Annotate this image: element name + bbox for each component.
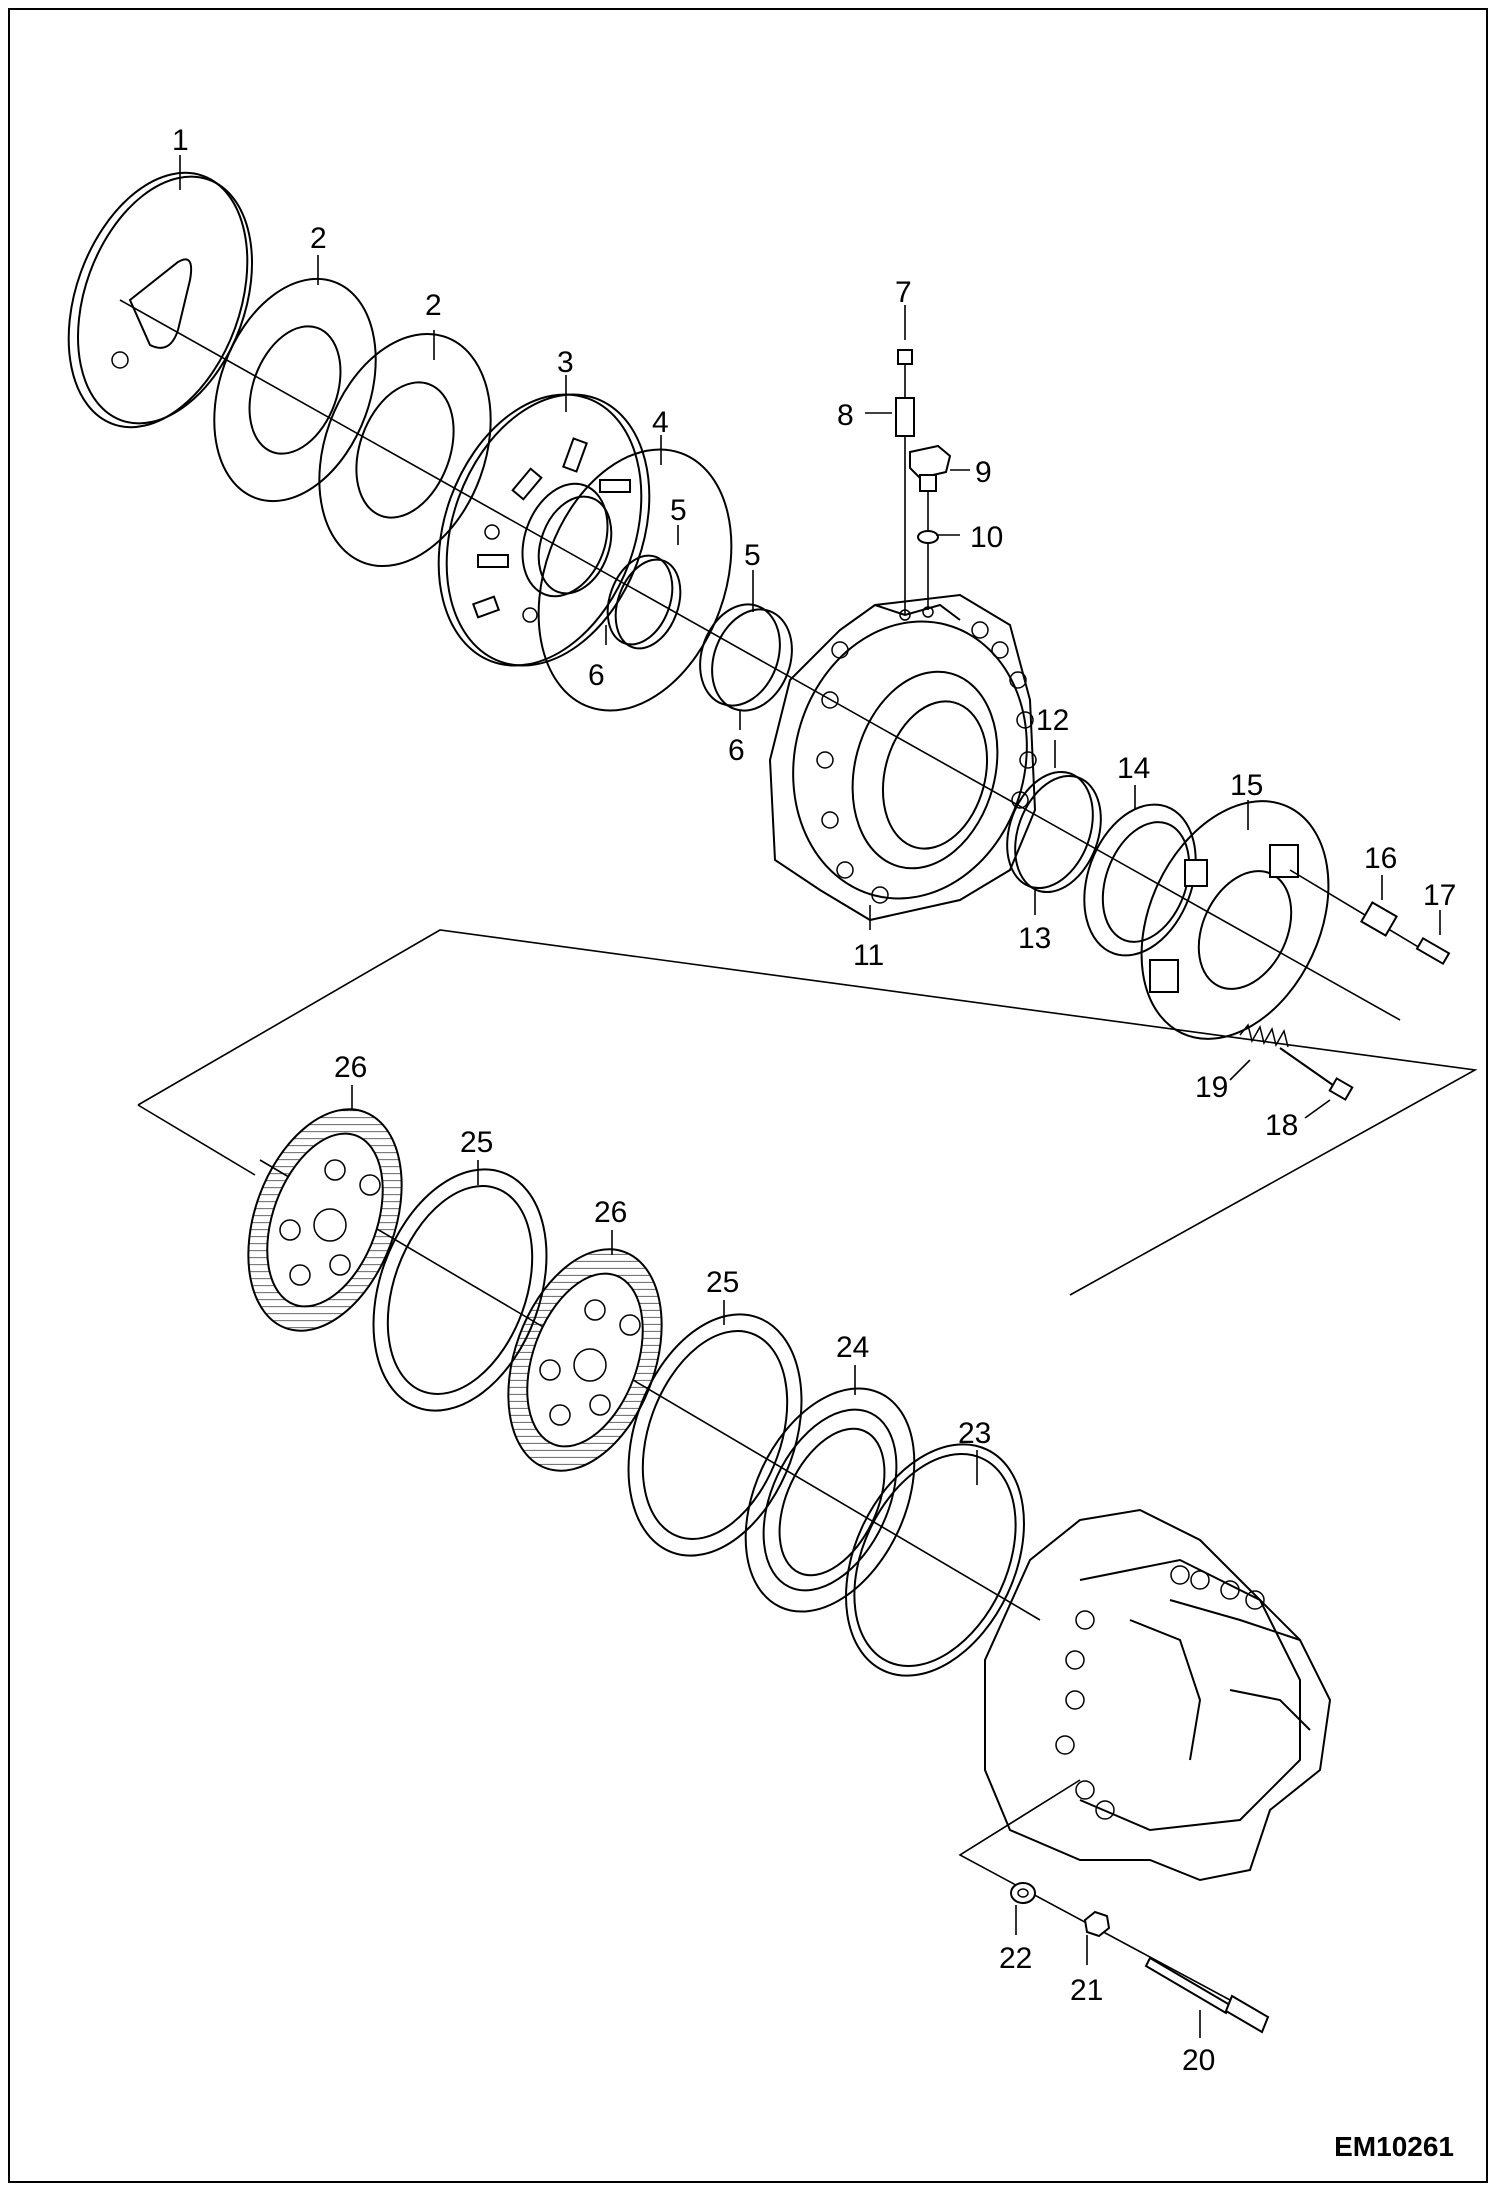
part-20-bolt: [1144, 1956, 1270, 2034]
part-16-sleeve: [1289, 869, 1441, 961]
callout-25b: 25: [706, 1266, 739, 1299]
callout-15: 15: [1230, 769, 1263, 802]
part-11-housing: [768, 593, 1037, 922]
part-25-separator-plate-b: [627, 1313, 803, 1557]
callout-13: 13: [1018, 922, 1051, 955]
callout-7: 7: [895, 276, 912, 309]
lower-bolt-bracket: [958, 1779, 1231, 2001]
callout-1: 1: [172, 124, 189, 157]
part-1-cover-plate: [67, 171, 253, 429]
callout-3: 3: [557, 346, 574, 379]
part-9-plug: [909, 444, 952, 610]
callout-9: 9: [975, 456, 992, 489]
part-2-disc-b: [318, 332, 492, 568]
callout-18: 18: [1265, 1109, 1298, 1142]
part-2-disc-a: [213, 277, 377, 503]
callout-25a: 25: [460, 1126, 493, 1159]
callout-16: 16: [1364, 842, 1397, 875]
part-18-pin: [1279, 1047, 1354, 1101]
callout-21: 21: [1070, 1974, 1103, 2007]
part-12-13-seal-ring: [1006, 770, 1102, 894]
callout-2b: 2: [425, 289, 442, 322]
part-17-bolt: [1415, 936, 1451, 966]
callout-23: 23: [958, 1417, 991, 1450]
part-22-washer: [1010, 1882, 1036, 1904]
figure-reference-code: EM10261: [1334, 2131, 1454, 2162]
part-24-pressure-ring: [744, 1387, 916, 1613]
part-26-friction-disc-a: [247, 1108, 403, 1332]
callout-5b: 5: [744, 539, 761, 572]
callout-24: 24: [836, 1331, 869, 1364]
part-19-spring: [1239, 1023, 1289, 1048]
part-5-6-bearing-b: [699, 603, 793, 712]
part-26-friction-disc-b: [507, 1248, 663, 1472]
callout-8: 8: [837, 399, 854, 432]
part-14-seal: [1083, 803, 1197, 957]
callout-26a: 26: [334, 1051, 367, 1084]
callout-leaders: [179, 155, 1441, 2038]
callout-10: 10: [970, 521, 1003, 554]
part-23-shim: [845, 1443, 1025, 1677]
callout-14: 14: [1117, 752, 1150, 785]
part-21-nut: [1083, 1910, 1111, 1938]
part-25-separator-plate-a: [372, 1168, 548, 1412]
callout-6a: 6: [588, 659, 605, 692]
callout-17: 17: [1423, 879, 1456, 912]
axle-housing: [984, 1508, 1332, 1882]
callout-labels: 1 2 2 3 4 5 5 6 6 7 8 9 10 11 12 13 14 1…: [172, 124, 1456, 2077]
callout-26b: 26: [594, 1196, 627, 1229]
callout-20: 20: [1182, 2044, 1215, 2077]
callout-22: 22: [999, 1942, 1032, 1975]
callout-6b: 6: [728, 734, 745, 767]
assembly-axis-upper: [119, 299, 1401, 1021]
part-7-8-grease-fittings: [895, 349, 915, 615]
callout-5a: 5: [670, 494, 687, 527]
part-5-6-bearing-a: [606, 554, 682, 650]
part-10-washer: [917, 530, 939, 544]
diagram-frame: [8, 8, 1488, 2183]
part-4-ring: [537, 448, 733, 712]
callout-11: 11: [853, 939, 884, 972]
part-3-carrier-hub: [437, 393, 651, 667]
callout-12: 12: [1036, 704, 1069, 737]
callout-2a: 2: [310, 222, 327, 255]
callout-19: 19: [1195, 1071, 1228, 1104]
callout-4: 4: [652, 406, 669, 439]
